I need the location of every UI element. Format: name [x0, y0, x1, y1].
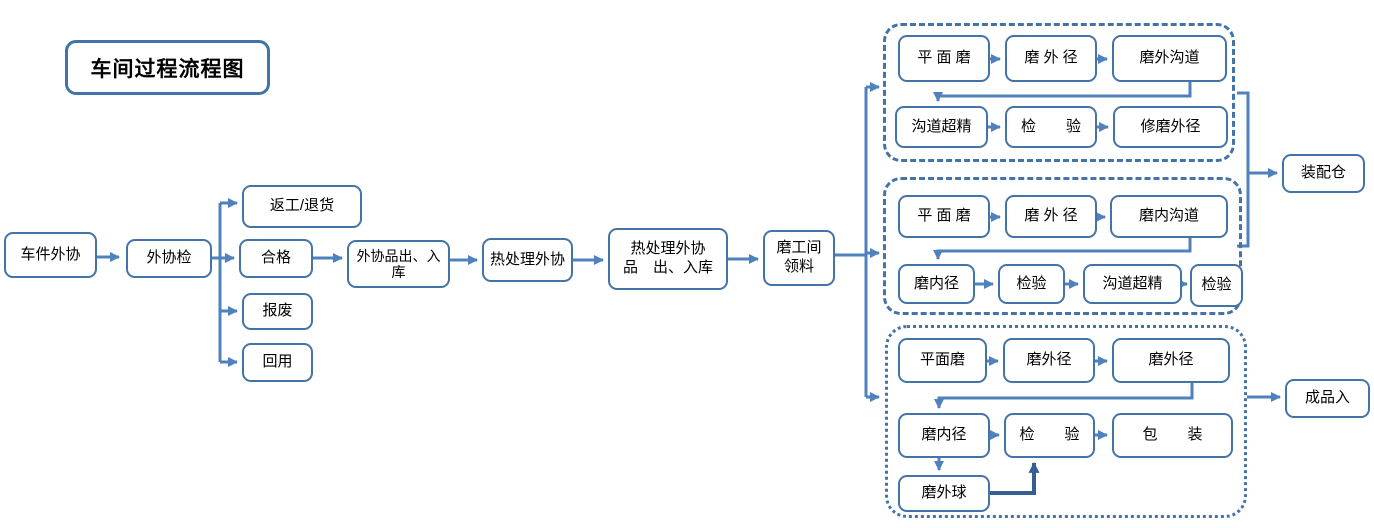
- g1-inspect: 检 验: [1005, 106, 1097, 148]
- node-heat-treat-io-store: 热处理外协 品 出、入库: [608, 228, 728, 290]
- g3-grind-od-1: 磨外径: [1003, 338, 1095, 383]
- group-outer-ring: [883, 23, 1235, 162]
- g2-surface-grind: 平 面 磨: [898, 195, 990, 238]
- g2-grind-inner-raceway: 磨内沟道: [1110, 195, 1228, 238]
- conn-g2-rowwrap: [933, 238, 1192, 260]
- node-outsource-inspect: 外协检: [126, 239, 212, 278]
- g2-inspect-1: 检验: [998, 264, 1065, 304]
- node-heat-treat-outsource: 热处理外协: [482, 238, 573, 282]
- g3-surface-grind: 平面磨: [898, 338, 987, 383]
- g1-surface-grind: 平 面 磨: [898, 35, 990, 82]
- g3-pack: 包 装: [1112, 413, 1233, 458]
- g3-grind-od-2: 磨外径: [1112, 338, 1230, 383]
- g2-grind-id: 磨内径: [898, 264, 975, 304]
- page-title: 车间过程流程图: [65, 40, 270, 95]
- node-outsource-part: 车件外协: [4, 232, 97, 278]
- node-reuse: 回用: [242, 343, 313, 382]
- group-finishing: [885, 325, 1247, 518]
- g3-inspect: 检 验: [1004, 413, 1095, 458]
- g2-grind-od: 磨 外 径: [1005, 195, 1097, 238]
- g1-grind-outer-raceway: 磨外沟道: [1112, 35, 1227, 82]
- node-finished-in: 成品入: [1285, 379, 1370, 418]
- conn-groups-bracket: [1237, 91, 1250, 248]
- node-rework-return: 返工/退货: [242, 185, 362, 228]
- node-scrap: 报废: [242, 293, 313, 330]
- node-qualified: 合格: [239, 239, 313, 278]
- conn-g3-rowwrap: [934, 383, 1194, 409]
- g3-grind-outer-ball: 磨外球: [898, 475, 990, 512]
- node-grinding-material: 磨工间 领料: [763, 230, 835, 286]
- g3-grind-id: 磨内径: [898, 413, 990, 458]
- node-assembly-store: 装配仓: [1282, 154, 1365, 193]
- g2-inspect-2: 检验: [1190, 264, 1243, 307]
- g2-raceway-superfinish: 沟道超精: [1083, 264, 1182, 304]
- conn-g3-mwq-jy: [990, 461, 1040, 495]
- g1-grind-od: 磨 外 径: [1005, 35, 1097, 82]
- g1-raceway-superfinish: 沟道超精: [895, 106, 988, 148]
- group-inner-ring: [883, 177, 1242, 315]
- g1-regrind-od: 修磨外径: [1113, 106, 1228, 148]
- conn-g1-rowwrap: [933, 82, 1192, 102]
- node-outsource-io-store: 外协品出、入 库: [347, 240, 450, 288]
